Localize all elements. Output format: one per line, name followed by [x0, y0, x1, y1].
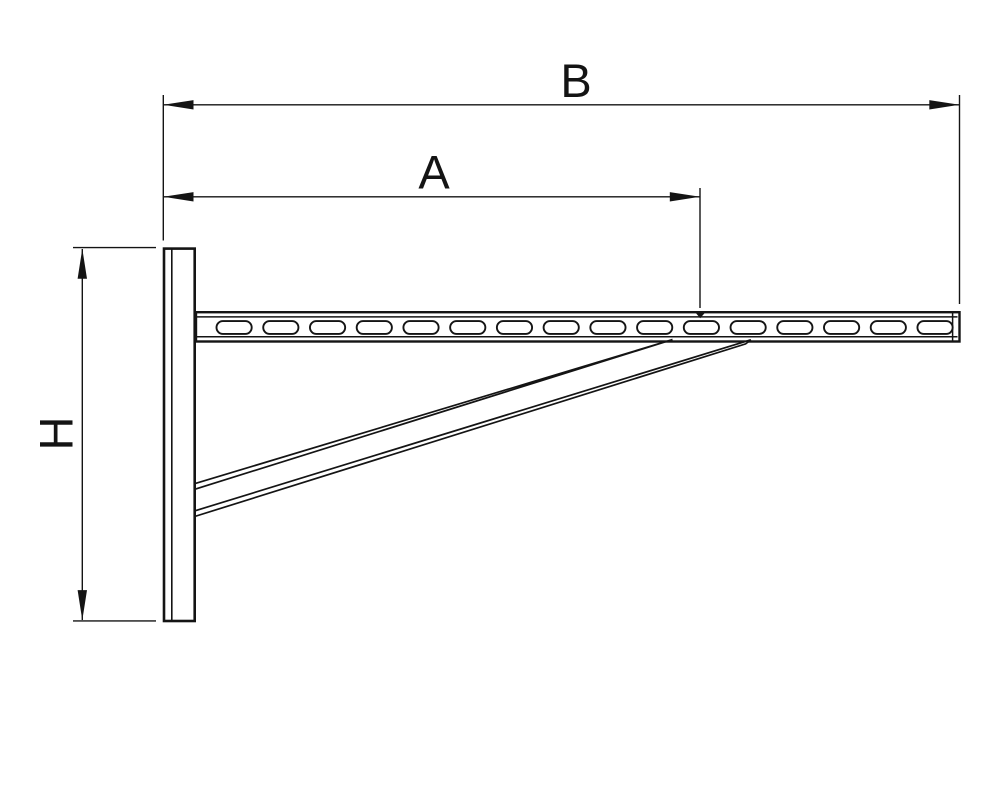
arm-slot — [495, 320, 534, 335]
dimension-a: A — [163, 146, 706, 319]
dim-h-arrow-bottom — [77, 590, 87, 621]
arm-slot — [542, 320, 580, 335]
arm-slot — [402, 320, 440, 335]
arm-slot — [589, 320, 627, 335]
diagonal-brace — [194, 338, 752, 518]
arm-slot — [355, 320, 393, 335]
arm-slot — [682, 320, 720, 335]
wall-plate — [162, 247, 197, 623]
dim-b-label: B — [560, 54, 591, 107]
dim-a-arrow-left — [163, 192, 194, 202]
dim-b-arrow-left — [163, 100, 194, 110]
arm-slot — [776, 320, 814, 335]
brace-upper-strut — [194, 338, 673, 491]
arm-slot — [823, 320, 861, 335]
arm-slot — [869, 320, 907, 335]
arm-slot — [916, 320, 954, 335]
dim-a-arrow-right — [669, 192, 700, 202]
dimension-b: B — [162, 54, 961, 304]
dim-a-origin-mark — [694, 311, 706, 319]
brace-lower-strut — [194, 338, 752, 518]
dim-a-label: A — [418, 146, 450, 199]
arm-slot — [262, 320, 300, 335]
dim-h-label: H — [30, 417, 83, 451]
dim-h-arrow-top — [77, 248, 87, 279]
dim-b-arrow-right — [929, 100, 960, 110]
arm-slot — [636, 320, 674, 335]
arm-slot — [215, 320, 253, 335]
mounting-arm — [194, 311, 961, 343]
arm-slot — [729, 320, 767, 335]
arm-slot — [309, 320, 347, 335]
dimension-h: H — [30, 246, 156, 622]
wall-plate-outline — [162, 247, 197, 623]
arm-slots — [215, 320, 954, 335]
arm-slot — [449, 320, 487, 335]
